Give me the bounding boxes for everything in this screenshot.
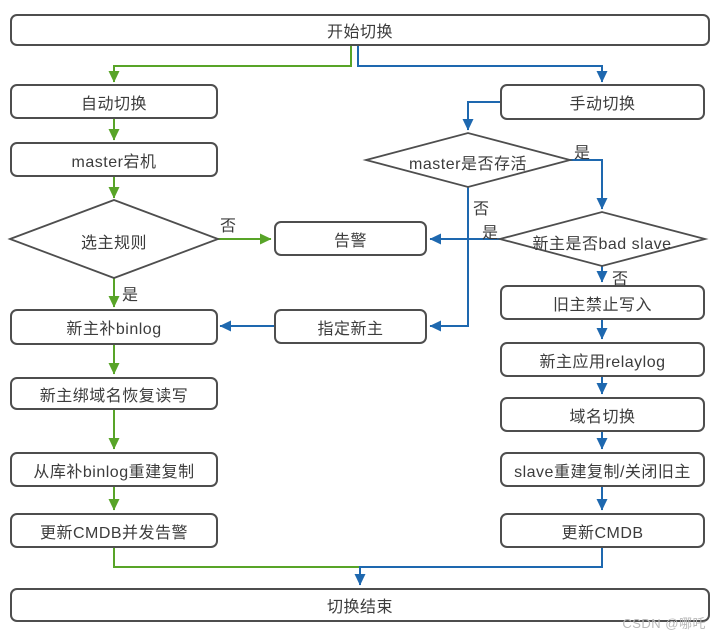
node-update-cmdb-alert: 更新CMDB并发告警 xyxy=(10,513,218,548)
node-update-cmdb: 更新CMDB xyxy=(500,513,705,548)
node-end: 切换结束 xyxy=(10,588,710,622)
node-bind-domain-resume: 新主绑域名恢复读写 xyxy=(10,377,218,410)
diamond-bad-slave-shape xyxy=(496,211,709,267)
node-apply-relaylog: 新主应用relaylog xyxy=(500,342,705,377)
edge-cmdbalert-to-end xyxy=(113,548,360,568)
node-domain-switch: 域名切换 xyxy=(500,397,705,432)
edge-label-master-alive-no: 否 xyxy=(473,201,490,218)
node-start: 开始切换 xyxy=(10,14,710,46)
edge-updatecmdb-to-end xyxy=(354,548,603,586)
edge-masteralive-no-to-assign xyxy=(429,187,469,332)
node-new-master-binlog: 新主补binlog xyxy=(10,309,218,345)
node-slave-binlog-rebuild: 从库补binlog重建复制 xyxy=(10,452,218,487)
diamond-select-rule-shape xyxy=(7,199,221,279)
diamond-master-alive-shape xyxy=(362,132,574,188)
node-slave-rebuild-close-old: slave重建复制/关闭旧主 xyxy=(500,452,705,487)
edge-label-master-alive-yes: 是 xyxy=(574,145,591,162)
edge-start-to-manual xyxy=(357,46,608,83)
node-master-down: master宕机 xyxy=(10,142,218,177)
edge-manual-to-masteralive xyxy=(462,101,500,131)
edge-label-select-rule-no: 否 xyxy=(220,218,237,235)
edge-label-bad-slave-yes: 是 xyxy=(482,225,499,242)
edge-masteralive-yes-to-badslave xyxy=(570,159,608,210)
diamond-master-alive-label: master是否存活 xyxy=(409,156,527,173)
csdn-watermark: CSDN @哪吒 xyxy=(622,616,706,631)
node-assign-new-master: 指定新主 xyxy=(274,309,427,344)
node-old-master-forbid-write: 旧主禁止写入 xyxy=(500,285,705,320)
diamond-bad-slave-label: 新主是否bad slave xyxy=(532,236,672,253)
node-alert: 告警 xyxy=(274,221,427,256)
edge-label-bad-slave-no: 否 xyxy=(612,271,629,288)
node-manual-switch: 手动切换 xyxy=(500,84,705,120)
edge-label-select-rule-yes: 是 xyxy=(122,287,139,304)
node-auto-switch: 自动切换 xyxy=(10,84,218,119)
edge-start-to-auto xyxy=(108,46,352,83)
diamond-select-rule-label: 选主规则 xyxy=(80,235,147,252)
